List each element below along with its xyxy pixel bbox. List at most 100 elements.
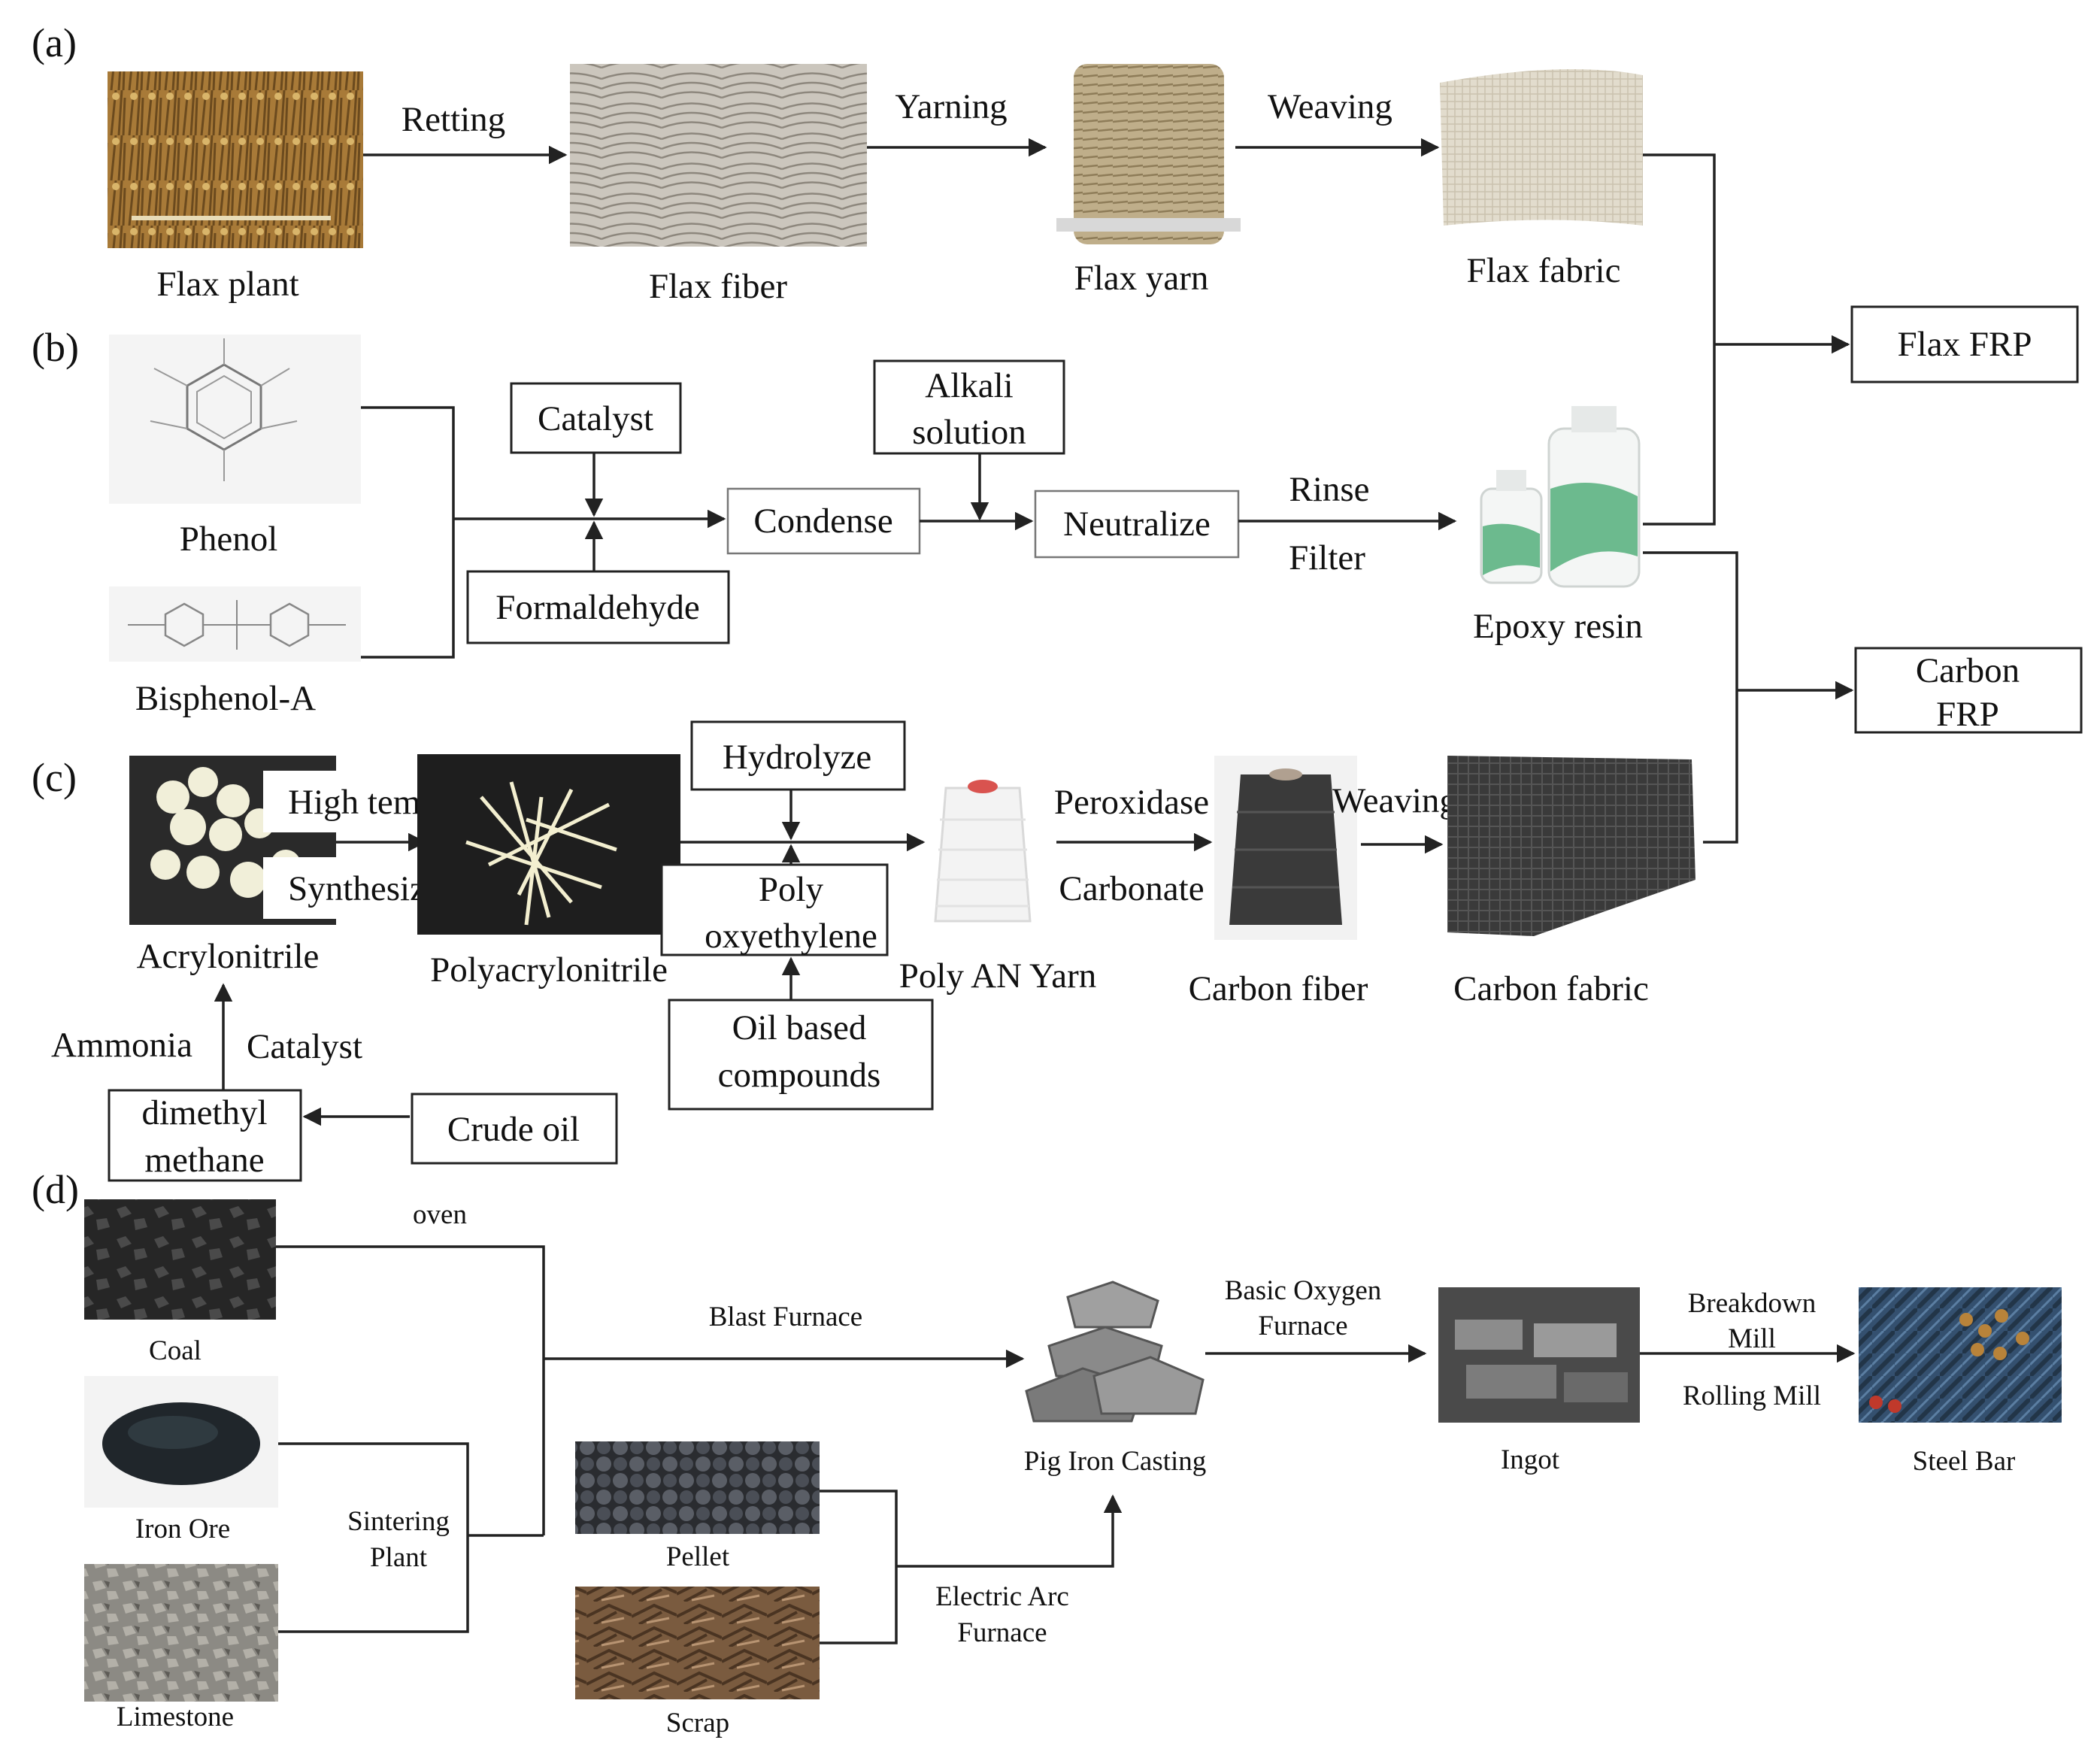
coal-label: Coal (149, 1335, 202, 1366)
oil-based-compounds-box (668, 999, 934, 1111)
ingot-image (1438, 1287, 1640, 1423)
synthesize-label: Synthesize (288, 869, 441, 908)
hydrolyze-box (690, 720, 906, 791)
phenol-label: Phenol (180, 520, 278, 559)
alkali-label-line2: solution (912, 413, 1026, 452)
sintering-label-line1: Sintering (347, 1506, 450, 1537)
section-label-a: (a) (32, 20, 77, 65)
carbonate-label: Carbonate (1059, 869, 1204, 908)
phenol-structure-image (109, 335, 361, 504)
carbon-fabric-label: Carbon fabric (1453, 969, 1649, 1008)
eaf-label-line1: Electric Arc (935, 1581, 1069, 1612)
poly-an-yarn-image (926, 763, 1039, 932)
carbon-fabric-image (1447, 756, 1695, 936)
oil-based-label-line1: Oil based (732, 1008, 867, 1047)
epoxy-to-carbon-frp-line (1643, 551, 1738, 844)
pig-iron-image (1025, 1281, 1205, 1423)
poly-an-yarn-label: Poly AN Yarn (899, 956, 1097, 996)
pellet-scrap-merge-line (820, 1490, 898, 1644)
iron-ore-label: Iron Ore (135, 1514, 230, 1544)
catalyst-box-b (510, 382, 682, 454)
flax-fiber-image (570, 64, 867, 247)
sintering-label-line2: Plant (370, 1542, 428, 1573)
pig-iron-label: Pig Iron Casting (1024, 1446, 1207, 1477)
flax-fabric-to-frp-line (1643, 153, 1716, 526)
eaf-label-line2: Furnace (957, 1617, 1047, 1648)
breakdown-label-line1: Breakdown (1688, 1288, 1817, 1319)
section-label-c: (c) (32, 755, 77, 800)
flax-yarn-image (1056, 64, 1241, 244)
retting-label: Retting (402, 100, 505, 139)
alkali-solution-box (873, 359, 1065, 455)
bof-label-line1: Basic Oxygen (1225, 1275, 1382, 1306)
catalyst-label-b: Catalyst (538, 399, 653, 438)
pellet-image (575, 1441, 820, 1534)
acrylonitrile-label: Acrylonitrile (137, 937, 320, 976)
condense-label: Condense (753, 502, 892, 541)
flax-plant-image (108, 71, 363, 248)
filter-label: Filter (1289, 538, 1365, 577)
epoxy-resin-label: Epoxy resin (1473, 607, 1643, 646)
yarning-label: Yarning (895, 87, 1007, 126)
dimethyl-label-line1: dimethyl (141, 1093, 267, 1132)
bof-label-line2: Furnace (1258, 1311, 1347, 1341)
polyacrylonitrile-label: Polyacrylonitrile (430, 950, 668, 990)
neutralize-label: Neutralize (1063, 505, 1211, 544)
scrap-label: Scrap (666, 1708, 729, 1738)
oil-based-label-line2: compounds (718, 1056, 881, 1095)
flax-frp-label: Flax FRP (1898, 325, 2032, 364)
electric-arc-furnace-arrow (896, 1494, 1123, 1568)
blast-furnace-label: Blast Furnace (709, 1302, 862, 1332)
flax-fabric-image (1440, 69, 1643, 226)
section-label-d: (d) (32, 1167, 79, 1212)
coal-image (84, 1199, 276, 1320)
ammonia-label: Ammonia (51, 1026, 192, 1065)
phenol-bisphenol-merge-line (361, 406, 455, 659)
formaldehyde-box (466, 570, 730, 644)
flax-plant-label: Flax plant (156, 265, 298, 304)
ore-limestone-sintering-line (278, 1442, 469, 1633)
poly-oxyethylene-box (660, 863, 889, 956)
oven-label: oven (413, 1199, 467, 1230)
rinse-label: Rinse (1289, 470, 1369, 509)
flax-yarn-label: Flax yarn (1074, 259, 1209, 298)
limestone-image (84, 1564, 278, 1702)
neutralize-box (1034, 490, 1240, 559)
rolling-mill-label: Rolling Mill (1683, 1381, 1821, 1411)
bisphenol-a-structure-image (109, 586, 361, 662)
ingot-label: Ingot (1501, 1444, 1560, 1475)
dimethyl-methane-box (108, 1089, 302, 1182)
poly-oxyethylene-label-line2: oxyethylene (705, 917, 877, 956)
crude-oil-label: Crude oil (447, 1110, 580, 1149)
flax-fabric-label: Flax fabric (1467, 251, 1621, 290)
iron-ore-image (84, 1376, 278, 1508)
formaldehyde-label: Formaldehyde (495, 588, 700, 627)
carbon-frp-box (1854, 647, 2083, 734)
peroxidase-label: Peroxidase (1054, 783, 1209, 822)
dimethyl-label-line2: methane (144, 1141, 264, 1180)
breakdown-label-line2: Mill (1728, 1323, 1776, 1354)
bisphenol-a-label: Bisphenol-A (135, 679, 316, 718)
catalyst-label-c: Catalyst (247, 1027, 362, 1066)
carbon-frp-label-line1: Carbon (1916, 651, 2020, 690)
crude-oil-box (411, 1093, 618, 1165)
weaving-label-c: Weaving (1332, 781, 1457, 820)
steel-bar-label: Steel Bar (1913, 1446, 2016, 1477)
steel-bar-image (1859, 1287, 2062, 1423)
carbon-fiber-label: Carbon fiber (1189, 969, 1368, 1008)
flax-frp-box (1850, 305, 2079, 383)
epoxy-resin-bottles-image (1480, 406, 1641, 588)
hydrolyze-label: Hydrolyze (723, 738, 871, 777)
coal-to-blast-furnace-line (276, 1245, 545, 1535)
polyacrylonitrile-image (417, 754, 680, 935)
weaving-label-a: Weaving (1268, 87, 1392, 126)
scrap-image (575, 1587, 820, 1699)
flax-fiber-label: Flax fiber (649, 267, 787, 306)
limestone-label: Limestone (117, 1702, 234, 1732)
poly-oxyethylene-label-line1: Poly (759, 870, 824, 909)
carbon-fiber-image (1214, 756, 1357, 940)
alkali-label-line1: Alkali (925, 366, 1013, 405)
high-temp-label: High temp (288, 783, 438, 822)
pellet-label: Pellet (666, 1541, 730, 1572)
